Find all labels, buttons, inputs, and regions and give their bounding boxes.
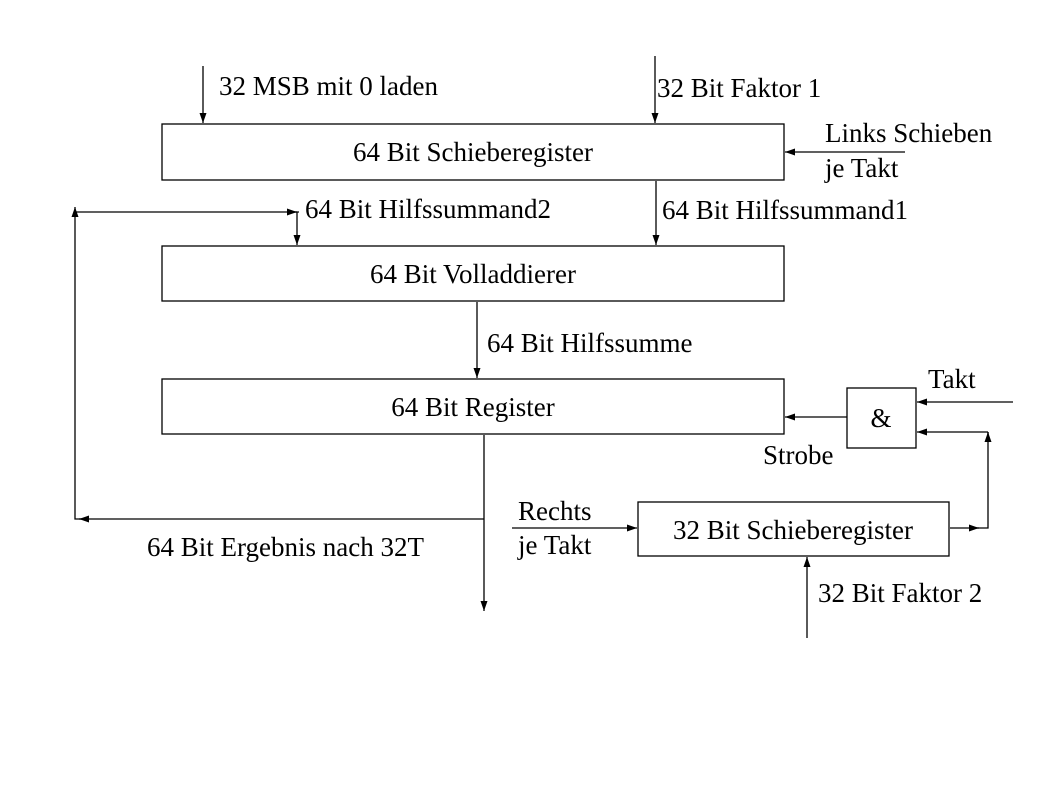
lsb-wire <box>950 432 989 529</box>
partial-sum-label: 64 Bit Hilfssumme <box>487 328 693 358</box>
and-gate-block: & <box>846 387 917 449</box>
clock-label: Takt <box>928 364 976 394</box>
register-64-block: 64 Bit Register <box>161 378 785 435</box>
register-64-label: 64 Bit Register <box>391 392 555 422</box>
factor2-label: 32 Bit Faktor 2 <box>818 578 982 608</box>
strobe-label: Strobe <box>763 440 834 470</box>
shift-right-label-line1: Rechts <box>518 496 592 526</box>
shift-left-label-line1: Links Schieben <box>825 118 993 148</box>
full-adder-64-label: 64 Bit Volladdierer <box>370 259 576 289</box>
shift-right-label-line2: je Takt <box>517 530 592 560</box>
shift-register-32-block: 32 Bit Schieberegister <box>637 501 950 557</box>
shift-left-label-line2: je Takt <box>824 153 899 183</box>
summand1-label: 64 Bit Hilfssummand1 <box>662 195 908 225</box>
feedback-loop-wire <box>74 212 484 520</box>
factor1-label: 32 Bit Faktor 1 <box>657 73 821 103</box>
shift-register-64-label: 64 Bit Schieberegister <box>353 137 593 167</box>
result-label: 64 Bit Ergebnis nach 32T <box>147 532 424 562</box>
full-adder-64-block: 64 Bit Volladdierer <box>161 245 785 302</box>
shift-register-64-block: 64 Bit Schieberegister <box>161 123 785 181</box>
and-gate-label: & <box>870 403 891 433</box>
msb-load-label: 32 MSB mit 0 laden <box>219 71 439 101</box>
shift-register-32-label: 32 Bit Schieberegister <box>673 515 913 545</box>
summand2-label: 64 Bit Hilfssummand2 <box>305 194 551 224</box>
